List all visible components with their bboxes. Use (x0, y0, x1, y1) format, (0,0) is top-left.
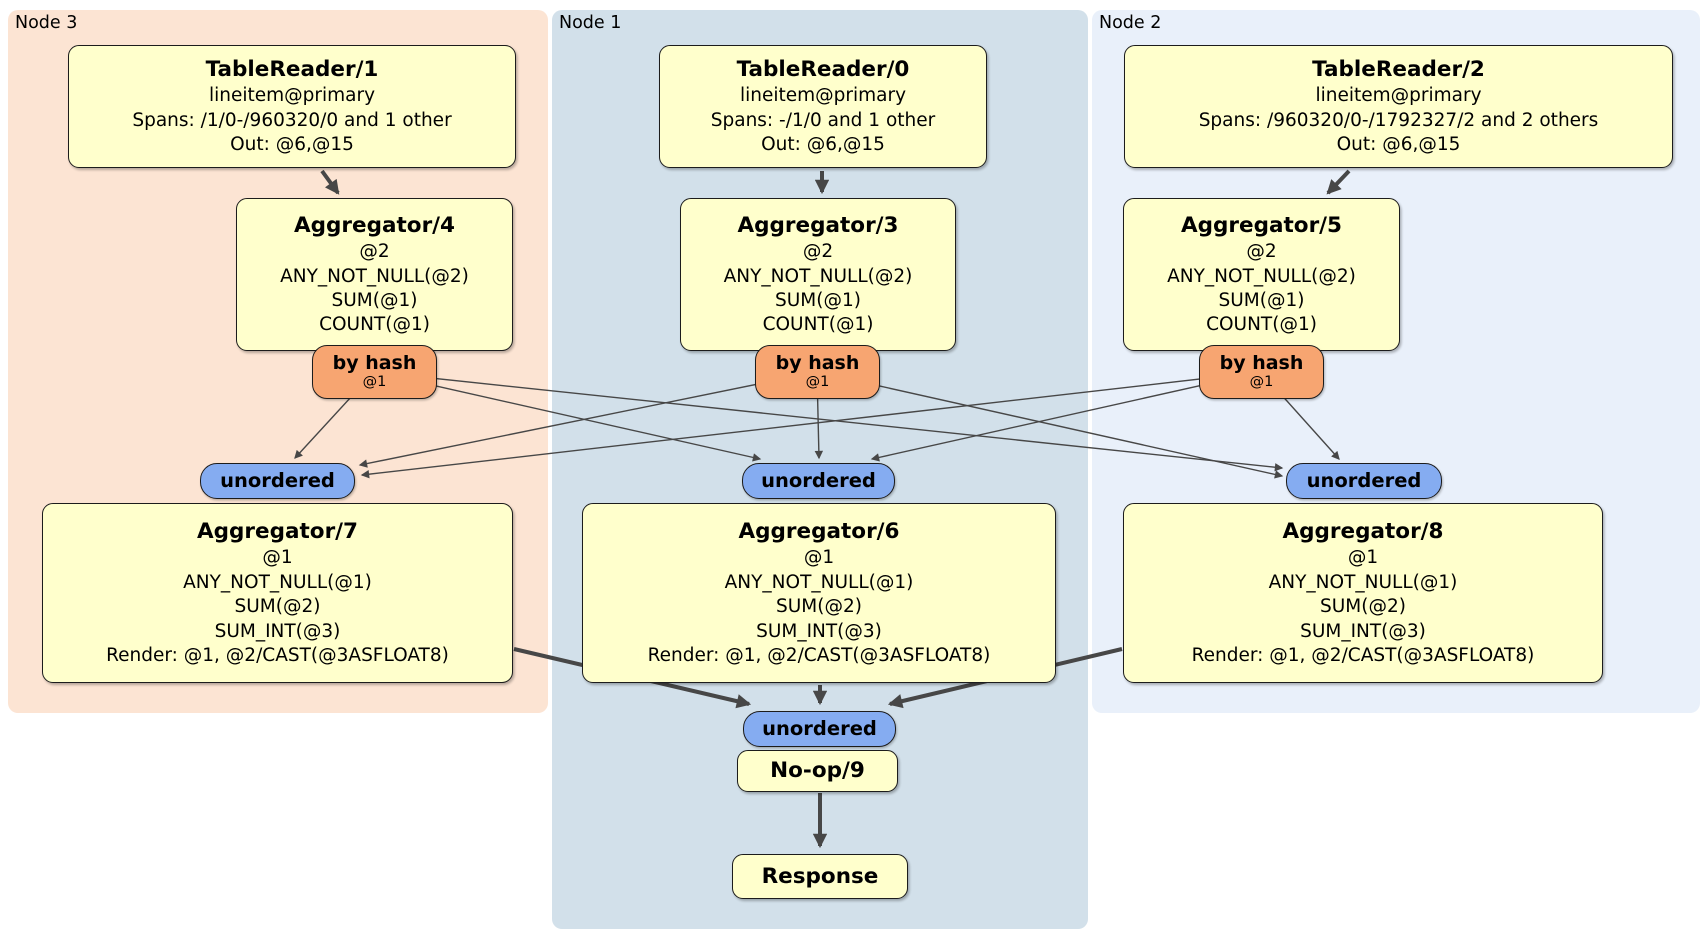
router-by-hash-5: by hash @1 (1199, 345, 1324, 399)
edge-byhash3-unordered7 (358, 371, 818, 468)
processor-line: Spans: /960320/0-/1792327/2 and 2 others (1198, 109, 1599, 131)
region-label-node1: Node 1 (559, 13, 622, 33)
processor-line: Out: @6,@15 (230, 134, 354, 156)
processor-noop-9: No-op/9 (737, 750, 898, 792)
processor-aggregator-6: Aggregator/6 @1 ANY_NOT_NULL(@1) SUM(@2)… (582, 503, 1056, 683)
processor-line: SUM(@1) (331, 290, 418, 311)
edge-byhash5-unordered7 (360, 371, 1262, 479)
processor-title: Aggregator/6 (738, 519, 900, 545)
processor-line: @1 (803, 547, 835, 569)
processor-tablereader-1: TableReader/1 lineitem@primary Spans: /1… (68, 45, 516, 168)
processor-aggregator-5: Aggregator/5 @2 ANY_NOT_NULL(@2) SUM(@1)… (1123, 198, 1400, 351)
processor-line: Render: @1, @2/CAST(@3ASFLOAT8) (1191, 645, 1535, 667)
edge-byhash4-unordered8 (373, 371, 1284, 472)
processor-line: @1 (262, 547, 293, 569)
router-by-hash-3: by hash @1 (755, 345, 880, 399)
processor-line: @2 (1246, 241, 1277, 263)
processor-line: SUM_INT(@3) (756, 620, 882, 642)
router-by-hash-4: by hash @1 (312, 345, 437, 399)
processor-aggregator-4: Aggregator/4 @2 ANY_NOT_NULL(@2) SUM(@1)… (236, 198, 513, 351)
region-label-node3: Node 3 (15, 13, 78, 33)
edge-tablereader1-aggregator4 (320, 169, 340, 195)
processor-line: SUM(@2) (776, 596, 862, 618)
region-label-node2: Node 2 (1099, 13, 1162, 33)
sync-unordered-7: unordered (200, 463, 355, 499)
sync-label: unordered (220, 469, 335, 493)
processor-line: ANY_NOT_NULL(@2) (280, 265, 469, 287)
edge-byhash5-unordered6 (870, 371, 1262, 462)
edge-tablereader2-aggregator5 (1326, 169, 1351, 195)
processor-title: Aggregator/5 (1181, 213, 1342, 239)
router-label: by hash (1219, 352, 1304, 375)
processor-line: SUM(@2) (234, 596, 321, 618)
processor-line: COUNT(@1) (762, 314, 874, 336)
processor-line: COUNT(@1) (319, 314, 430, 336)
sync-label: unordered (1306, 469, 1422, 493)
processor-line: SUM_INT(@3) (1300, 620, 1426, 642)
processor-line: lineitem@primary (1315, 85, 1482, 107)
processor-line: Render: @1, @2/CAST(@3ASFLOAT8) (647, 645, 991, 667)
processor-line: ANY_NOT_NULL(@1) (183, 571, 372, 593)
processor-aggregator-3: Aggregator/3 @2 ANY_NOT_NULL(@2) SUM(@1)… (680, 198, 956, 351)
processor-aggregator-7: Aggregator/7 @1 ANY_NOT_NULL(@1) SUM(@2)… (42, 503, 513, 683)
processor-title: Aggregator/7 (197, 519, 358, 545)
router-label: by hash (775, 352, 860, 375)
sync-unordered-8: unordered (1286, 463, 1442, 499)
processor-tablereader-0: TableReader/0 lineitem@primary Spans: -/… (659, 45, 987, 168)
processor-line: ANY_NOT_NULL(@2) (723, 265, 913, 287)
processor-title: TableReader/0 (736, 57, 910, 83)
router-detail: @1 (362, 374, 387, 391)
processor-title: Aggregator/8 (1282, 519, 1444, 545)
sync-label: unordered (762, 717, 877, 741)
processor-line: SUM(@1) (1218, 290, 1305, 311)
processor-title: Aggregator/3 (737, 213, 899, 239)
processor-title: TableReader/1 (205, 57, 379, 83)
processor-line: @2 (802, 241, 834, 263)
processor-line: ANY_NOT_NULL(@1) (724, 571, 914, 593)
sync-unordered-9: unordered (743, 711, 896, 747)
processor-line: SUM(@1) (775, 290, 861, 311)
processor-line: COUNT(@1) (1206, 314, 1317, 336)
processor-aggregator-8: Aggregator/8 @1 ANY_NOT_NULL(@1) SUM(@2)… (1123, 503, 1603, 683)
edge-byhash3-unordered8 (816, 371, 1284, 479)
processor-line: Spans: /1/0-/960320/0 and 1 other (132, 109, 452, 131)
processor-title: TableReader/2 (1312, 57, 1485, 83)
processor-title: No-op/9 (770, 758, 865, 784)
processor-line: SUM(@2) (1320, 596, 1406, 618)
processor-title: Response (761, 863, 879, 889)
processor-line: ANY_NOT_NULL(@2) (1167, 265, 1356, 287)
processor-line: @1 (1347, 547, 1379, 569)
processor-line: Render: @1, @2/CAST(@3ASFLOAT8) (106, 645, 449, 667)
router-detail: @1 (805, 374, 830, 391)
processor-line: ANY_NOT_NULL(@1) (1268, 571, 1458, 593)
processor-line: Spans: -/1/0 and 1 other (710, 109, 936, 131)
processor-line: @2 (359, 241, 390, 263)
processor-line: lineitem@primary (208, 85, 376, 107)
processor-line: lineitem@primary (739, 85, 907, 107)
sync-unordered-6: unordered (742, 463, 895, 499)
processor-line: Out: @6,@15 (761, 134, 885, 156)
sync-label: unordered (761, 469, 876, 493)
processor-tablereader-2: TableReader/2 lineitem@primary Spans: /9… (1124, 45, 1673, 168)
router-label: by hash (332, 352, 417, 375)
processor-response: Response (732, 854, 908, 899)
router-detail: @1 (1249, 374, 1274, 391)
processor-line: Out: @6,@15 (1336, 134, 1461, 156)
processor-line: SUM_INT(@3) (214, 620, 341, 642)
processor-title: Aggregator/4 (294, 213, 455, 239)
edge-byhash4-unordered6 (373, 371, 762, 462)
